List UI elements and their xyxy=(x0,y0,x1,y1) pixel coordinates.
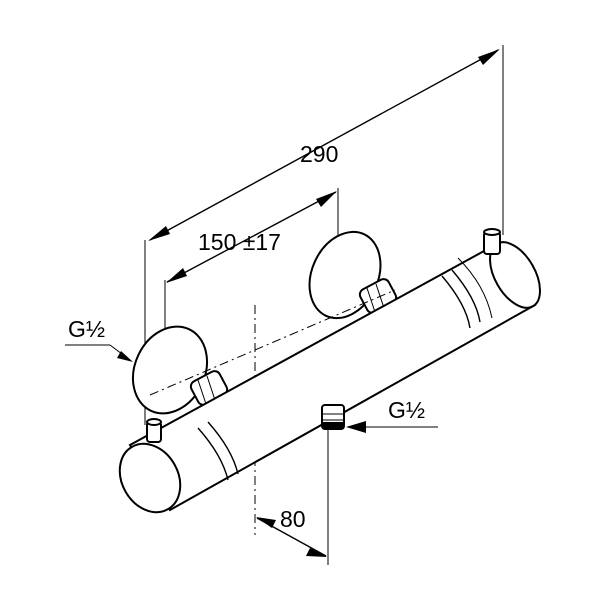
mixer-body xyxy=(118,241,541,514)
stud-right xyxy=(483,228,501,255)
dimension-290: 290 xyxy=(144,45,504,425)
arrowhead xyxy=(148,226,170,241)
outlet-thread-callout: G½ xyxy=(346,397,438,433)
inlet-thread-label: G½ xyxy=(68,316,105,342)
arrowhead xyxy=(316,191,337,207)
inlet-spacing-label: 150 ±17 xyxy=(198,229,281,255)
dimension-150: 150 ±17 xyxy=(164,188,339,395)
arrowhead xyxy=(117,351,133,362)
arrowhead xyxy=(478,49,500,65)
outlet-offset-label: 80 xyxy=(280,506,306,532)
outlet-thread-label: G½ xyxy=(388,397,425,423)
inlet-thread-callout: G½ xyxy=(65,316,133,362)
arrowhead xyxy=(256,517,276,528)
stud-left xyxy=(146,418,162,443)
arrowhead xyxy=(166,268,187,283)
overall-length-label: 290 xyxy=(300,141,338,167)
arrowhead xyxy=(346,421,366,433)
arrowhead xyxy=(306,548,327,557)
centerline-inlets xyxy=(149,289,396,396)
dimension-line-290 xyxy=(149,49,499,241)
dimension-line-150 xyxy=(166,191,337,283)
outlet-connector xyxy=(321,404,345,430)
